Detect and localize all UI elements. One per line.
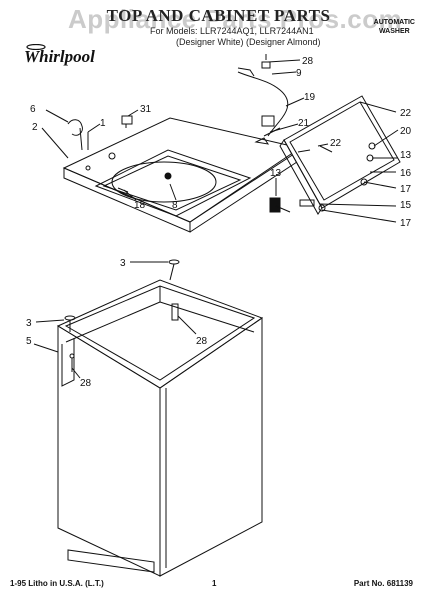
brand-logo: Whirlpool [24,44,100,68]
top-left-small-parts [67,115,281,151]
callout-13a: 13 [400,150,412,161]
callout-3b: 3 [26,318,32,329]
callout-28c: 28 [80,378,92,389]
callout-22a: 22 [400,108,412,119]
callout-19: 19 [304,92,316,103]
callout-22b: 22 [330,138,342,149]
callout-28a: 28 [302,56,314,67]
cabinet-screws [64,259,180,372]
models-line: For Models: LLR7244AQ1, LLR7244AN1 [150,26,314,36]
callout-2: 2 [32,122,38,133]
callout-20: 20 [400,126,412,137]
callout-13b: 13 [270,168,282,179]
print-info: 1-95 Litho in U.S.A. (L.T.) [10,579,104,588]
part-number: Part No. 681139 [353,579,413,588]
callout-1: 1 [100,118,106,129]
callout-3a: 3 [120,258,126,269]
top-leader-lines [41,59,399,223]
callout-labels: 28 9 19 31 6 1 2 22 20 22 13 16 17 21 18… [26,56,412,389]
callout-6: 6 [30,104,36,115]
callout-15: 15 [400,200,412,211]
automatic-label: AUTOMATIC [373,19,415,26]
washer-label: WASHER [378,28,410,35]
callout-18: 18 [134,200,146,211]
callout-5: 5 [26,336,32,347]
cabinet-leader-lines [33,261,197,379]
wiring-harness [237,54,289,137]
callout-21: 21 [298,118,310,129]
callout-31: 31 [140,104,152,115]
page-title: TOP AND CABINET PARTS [106,6,331,25]
designer-line: (Designer White) (Designer Almond) [176,37,321,47]
callout-9: 9 [296,68,302,79]
washer-lid [279,95,401,215]
watermark: Appliance Parts Pros.com [68,4,403,34]
callout-28b: 28 [196,336,208,347]
logo-swoosh-icon [26,44,46,50]
product-type-tag: AUTOMATIC WASHER [374,18,415,36]
callout-16: 16 [400,168,412,179]
washer-top-panel [62,117,302,233]
logo-text: Whirlpool [24,47,95,66]
callout-17b: 17 [400,218,412,229]
washer-cabinet [56,279,264,577]
page-number: 1 [212,579,217,588]
callout-8: 8 [172,200,178,211]
callout-17a: 17 [400,184,412,195]
